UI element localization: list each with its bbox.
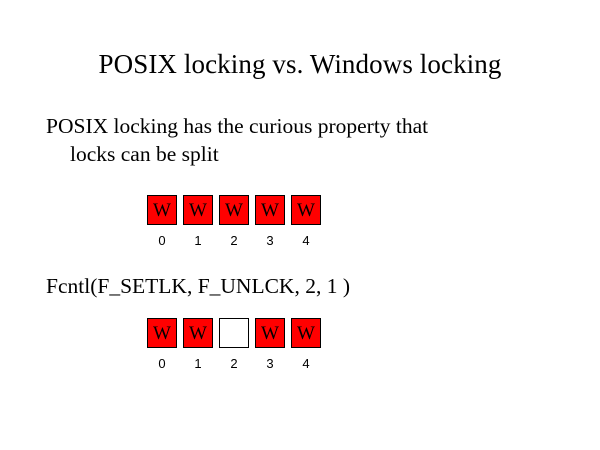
lock-cell-box: W xyxy=(291,318,321,348)
lock-cell-index: 2 xyxy=(230,356,238,371)
lock-cell-0: W 0 xyxy=(144,318,180,371)
lock-cell-index: 3 xyxy=(266,356,274,371)
body-text-block: POSIX locking has the curious property t… xyxy=(46,112,566,168)
lock-diagram-row-before: W 0 W 1 W 2 W 3 W 4 xyxy=(144,195,324,248)
body-line-1: POSIX locking has the curious property t… xyxy=(46,114,429,138)
lock-cells: W 0 W 1 W 2 W 3 W 4 xyxy=(144,195,324,248)
lock-cell-box: W xyxy=(183,318,213,348)
lock-cell-2-unlocked: 2 xyxy=(216,318,252,371)
lock-cell-box-empty xyxy=(219,318,249,348)
lock-cell-3: W 3 xyxy=(252,195,288,248)
lock-cell-2: W 2 xyxy=(216,195,252,248)
lock-cell-box: W xyxy=(219,195,249,225)
lock-cell-4: W 4 xyxy=(288,318,324,371)
lock-cell-0: W 0 xyxy=(144,195,180,248)
lock-cell-index: 1 xyxy=(194,356,202,371)
fcntl-call-text: Fcntl(F_SETLK, F_UNLCK, 2, 1 ) xyxy=(46,274,350,298)
lock-cell-index: 1 xyxy=(194,233,202,248)
lock-diagram-row-after: W 0 W 1 2 W 3 W 4 xyxy=(144,318,324,371)
page-title: POSIX locking vs. Windows locking xyxy=(98,49,502,79)
lock-cell-box: W xyxy=(183,195,213,225)
lock-cell-box: W xyxy=(255,318,285,348)
lock-cell-index: 0 xyxy=(158,356,166,371)
lock-cell-1: W 1 xyxy=(180,195,216,248)
lock-cell-1: W 1 xyxy=(180,318,216,371)
lock-cell-3: W 3 xyxy=(252,318,288,371)
lock-cell-box: W xyxy=(291,195,321,225)
lock-cell-box: W xyxy=(147,318,177,348)
lock-cell-box: W xyxy=(255,195,285,225)
lock-cell-index: 4 xyxy=(302,356,310,371)
lock-cell-index: 0 xyxy=(158,233,166,248)
lock-cell-index: 3 xyxy=(266,233,274,248)
lock-cell-index: 4 xyxy=(302,233,310,248)
lock-cell-box: W xyxy=(147,195,177,225)
lock-cells: W 0 W 1 2 W 3 W 4 xyxy=(144,318,324,371)
lock-cell-4: W 4 xyxy=(288,195,324,248)
body-line-2: locks can be split xyxy=(70,142,219,166)
lock-cell-index: 2 xyxy=(230,233,238,248)
